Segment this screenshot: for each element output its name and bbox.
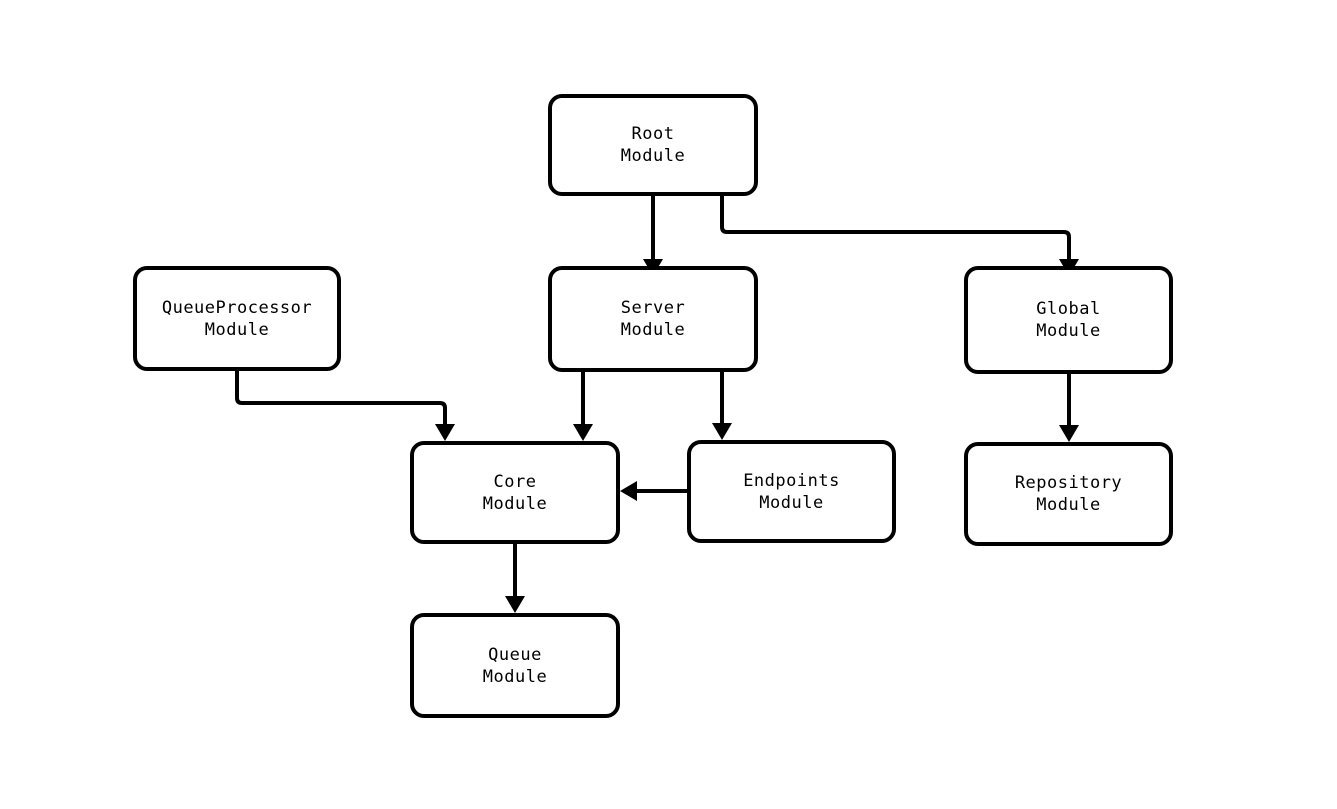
arrowhead-queueprocessor-to-core [435,424,455,441]
node-queueprocessor-module[interactable]: QueueProcessor Module [133,266,341,371]
node-queue-module-suffix: Module [482,666,548,687]
arrowhead-global-to-repository [1059,425,1079,442]
node-global-module-name: Global [1036,299,1101,319]
node-core-module[interactable]: Core Module [410,441,620,544]
node-queueprocessor-module-name: QueueProcessor [161,297,313,318]
node-server-module-name: Server [620,298,686,318]
node-repository-module-name: Repository [1014,473,1123,493]
node-repository-module[interactable]: Repository Module [964,442,1173,546]
node-core-module-name: Core [493,471,537,492]
arrowhead-server-to-core [573,424,593,441]
arrowhead-core-to-queue [505,596,525,613]
arrowhead-server-to-endpoints [712,423,732,440]
edge-root-to-global [720,196,1071,259]
node-root-module-name: Root [631,124,675,144]
arrowhead-endpoints-to-core [620,481,637,501]
node-root-module[interactable]: Root Module [548,94,758,196]
node-global-module-suffix: Module [1036,321,1101,341]
edge-queueprocessor-to-core [235,371,447,424]
node-endpoints-module-suffix: Module [759,492,824,513]
node-root-module-suffix: Module [620,146,686,166]
node-core-module-suffix: Module [482,493,548,514]
node-server-module-suffix: Module [620,320,686,340]
node-queue-module-name: Queue [488,644,542,665]
node-endpoints-module[interactable]: Endpoints Module [687,440,896,543]
node-queue-module[interactable]: Queue Module [410,613,620,718]
node-repository-module-suffix: Module [1036,495,1101,515]
node-queueprocessor-module-suffix: Module [204,319,270,340]
node-server-module[interactable]: Server Module [548,266,758,372]
node-global-module[interactable]: Global Module [964,266,1173,374]
node-endpoints-module-name: Endpoints [743,470,840,491]
